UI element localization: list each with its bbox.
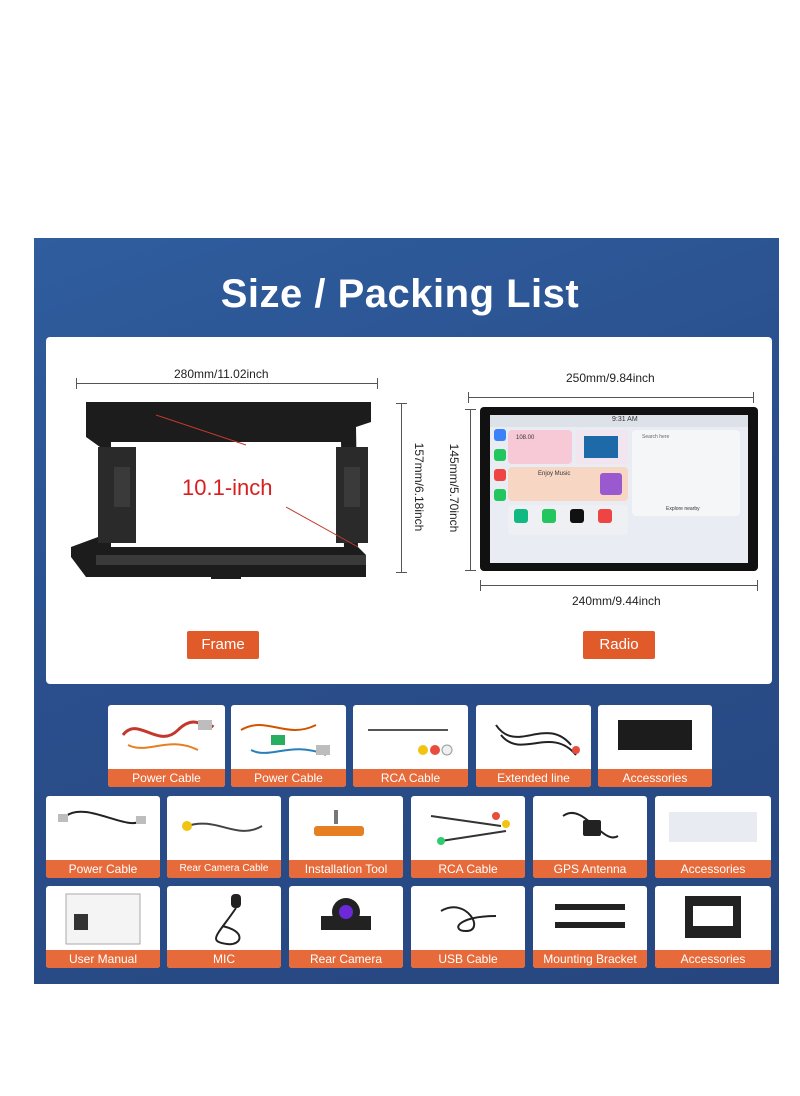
rear-camera-cable-icon <box>182 821 263 832</box>
item-usb-cable: USB Cable <box>411 886 525 968</box>
map-search: Search here <box>642 434 670 440</box>
map-widget: Search here Explore nearby <box>632 430 740 516</box>
item-accessories-3: Accessories <box>655 886 771 968</box>
rear-camera-icon <box>321 898 371 930</box>
item-rca-cable-2: RCA Cable <box>411 796 525 878</box>
frame-width-tick <box>377 378 378 389</box>
item-installation-tool: Installation Tool <box>289 796 403 878</box>
radio-bottom-width-line <box>480 585 758 586</box>
item-caption: User Manual <box>46 950 160 968</box>
item-gps-antenna: GPS Antenna <box>533 796 647 878</box>
music-title: Enjoy Music <box>538 471 571 477</box>
item-caption: Accessories <box>598 769 712 787</box>
item-caption: Mounting Bracket <box>533 950 647 968</box>
radio-height-tick <box>465 409 476 410</box>
radio-top-width-label: 250mm/9.84inch <box>566 371 655 385</box>
radio-height-line <box>470 409 471 571</box>
radio-label: Radio <box>583 631 655 659</box>
user-manual-icon <box>65 893 141 945</box>
radio-screen: 9:31 AM 108.00 Enjoy Music Search here E… <box>490 415 748 563</box>
frame-width-line <box>76 383 378 384</box>
item-caption: Accessories <box>655 860 771 878</box>
page-title: Size / Packing List <box>220 272 580 316</box>
item-accessories-1: Accessories <box>598 705 712 787</box>
frame-label: Frame <box>187 631 259 659</box>
radio-bottom-width-tick <box>757 580 758 591</box>
radio-bottom-width-tick <box>480 580 481 591</box>
frame-image <box>71 402 371 579</box>
item-power-cable-3: Power Cable <box>46 796 160 878</box>
installation-tool-icon <box>314 810 364 836</box>
power-cable-icon <box>58 810 146 824</box>
item-caption: Power Cable <box>46 860 160 878</box>
accessories-icon <box>685 896 741 938</box>
item-extended-line: Extended line <box>476 705 591 787</box>
fm-widget: 108.00 <box>508 430 572 464</box>
power-cable-icon <box>240 724 330 756</box>
radio-height-tick <box>465 570 476 571</box>
frame-height-label: 157mm/6.18inch <box>412 442 426 532</box>
fm-frequency: 108.00 <box>516 435 535 441</box>
item-rear-camera-cable: Rear Camera Cable <box>167 796 281 878</box>
item-caption: Power Cable <box>108 769 225 787</box>
item-power-cable-2: Power Cable <box>231 705 346 787</box>
radio-top-width-tick <box>753 392 754 403</box>
item-caption: USB Cable <box>411 950 525 968</box>
item-rear-camera: Rear Camera <box>289 886 403 968</box>
item-user-manual: User Manual <box>46 886 160 968</box>
power-cable-icon <box>121 720 215 751</box>
frame-height-tick <box>396 403 407 404</box>
item-caption: Power Cable <box>231 769 346 787</box>
accessories-icon <box>669 812 757 842</box>
item-caption: RCA Cable <box>411 860 525 878</box>
radio-top-width-line <box>468 397 754 398</box>
mic-icon <box>215 894 241 946</box>
item-caption: Extended line <box>476 769 591 787</box>
item-mounting-bracket: Mounting Bracket <box>533 886 647 968</box>
screen-size-label: 10.1-inch <box>182 475 273 500</box>
item-caption: Accessories <box>655 950 771 968</box>
extended-line-icon <box>495 724 580 756</box>
item-caption: GPS Antenna <box>533 860 647 878</box>
item-caption: Installation Tool <box>289 860 403 878</box>
frame-height-line <box>401 403 402 573</box>
music-widget: Enjoy Music <box>508 467 628 501</box>
item-caption: MIC <box>167 950 281 968</box>
item-accessories-2: Accessories <box>655 796 771 878</box>
rca-cable-icon <box>368 729 453 756</box>
map-explore: Explore nearby <box>666 506 700 512</box>
mounting-bracket-icon <box>555 904 625 928</box>
item-rca-cable-1: RCA Cable <box>353 705 468 787</box>
radio-image: 9:31 AM 108.00 Enjoy Music Search here E… <box>480 407 758 571</box>
usb-cable-icon <box>440 906 497 933</box>
radio-bottom-width-label: 240mm/9.44inch <box>572 594 661 608</box>
size-panel: 280mm/11.02inch 157mm/6.18inch 10.1-inch… <box>46 337 772 684</box>
item-caption: RCA Cable <box>353 769 468 787</box>
item-caption: Rear Camera Cable <box>167 860 281 878</box>
radio-top-width-tick <box>468 392 469 403</box>
clock-text: 9:31 AM <box>612 416 638 423</box>
accessories-icon <box>618 720 692 750</box>
frame-width-tick <box>76 378 77 389</box>
item-power-cable-1: Power Cable <box>108 705 225 787</box>
frame-height-tick <box>396 572 407 573</box>
frame-width-label: 280mm/11.02inch <box>174 367 269 381</box>
radio-height-label: 145mm/5.70inch <box>447 443 461 533</box>
album-widget <box>576 430 628 464</box>
rca-cable-icon <box>430 812 510 845</box>
item-mic: MIC <box>167 886 281 968</box>
gps-antenna-icon <box>562 812 619 839</box>
item-caption: Rear Camera <box>289 950 403 968</box>
